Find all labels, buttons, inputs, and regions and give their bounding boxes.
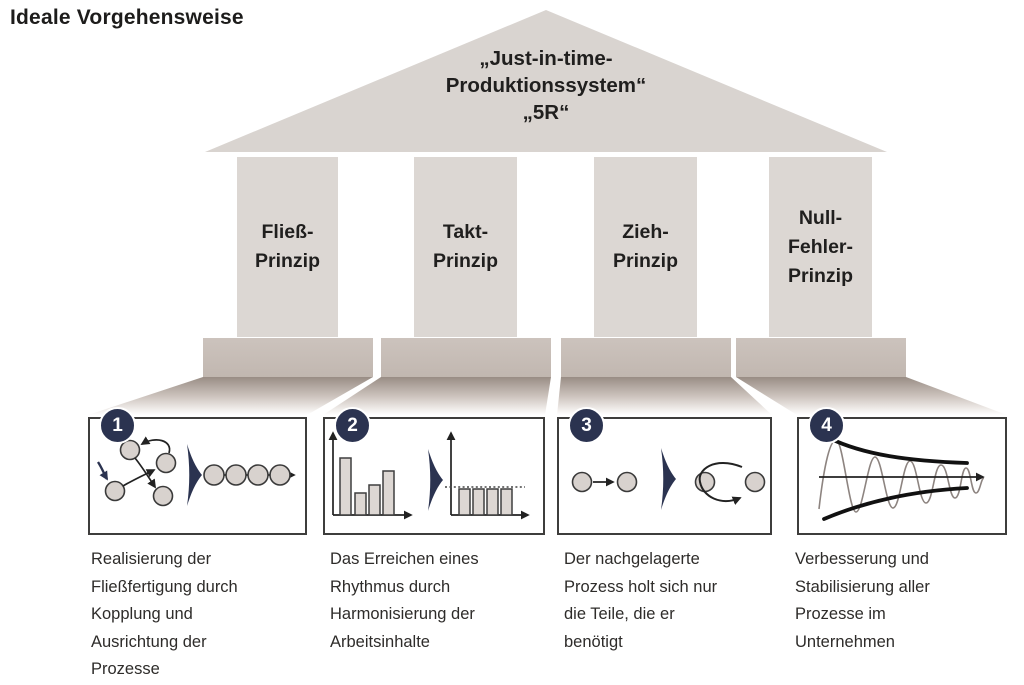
pillar-label-line: Null- (798, 206, 843, 229)
description-line: Verbesserung und (795, 550, 929, 568)
description-line: Rhythmus durch (330, 577, 451, 596)
description-line: Prozesse im (795, 605, 886, 623)
even-bars-chart (445, 431, 530, 520)
damped-oscillation-icon (818, 436, 985, 521)
pillar-label-line: Fehler- (787, 235, 853, 258)
description-line: Unternehmen (795, 632, 895, 651)
step-description-4: Verbesserung und Stabilisierung aller Pr… (795, 546, 1010, 656)
description-line: die Teile, die er (564, 605, 675, 623)
step-description-3: Der nachgelagerte Prozess holt sich nur … (564, 546, 779, 656)
base-shadow (88, 377, 373, 415)
description-line: Harmonisierung der (330, 605, 475, 623)
pillar-base (203, 338, 373, 377)
description-line: Das Erreichen eines (330, 550, 479, 568)
description-line: Prozesse (91, 660, 160, 678)
pull-loop-arrow (698, 462, 743, 505)
step-description-2: Das Erreichen eines Rhythmus durch Harmo… (330, 546, 545, 656)
pillar-fliess-prinzip: Fließ- Prinzip (237, 157, 338, 337)
step-description-1: Realisierung der Fließfertigung durch Ko… (91, 546, 306, 684)
base-shadow (736, 377, 1007, 415)
step-card-4: 4 (797, 407, 1007, 535)
step-card-3: 3 (557, 407, 772, 535)
push-to-pull-icon (571, 448, 766, 510)
step-card-1: 1 (88, 407, 307, 535)
page-title: Ideale Vorgehensweise (10, 6, 244, 29)
step-card-2: 2 (323, 407, 545, 535)
transition-lens-icon (661, 448, 676, 510)
step-number-badge: 1 (99, 407, 136, 444)
description-line: Kopplung und (91, 605, 193, 623)
pillar-label-line: Prinzip (787, 264, 853, 287)
uneven-to-even-bars-icon (328, 431, 530, 520)
pillar-base (736, 338, 906, 377)
pillar-takt-prinzip: Takt- Prinzip (414, 157, 517, 337)
step-number-badge: 3 (568, 407, 605, 444)
pull-process-pair (694, 462, 766, 505)
transition-lens-icon (428, 449, 443, 511)
envelope-curves (822, 436, 969, 521)
pillar-base (561, 338, 731, 377)
pillar-zieh-prinzip: Zieh- Prinzip (594, 157, 697, 337)
roof-label-line: „Just-in-time- (479, 47, 613, 70)
uneven-bars-chart (328, 431, 413, 520)
pillar-label-line: Prinzip (612, 250, 678, 272)
pillar-label-line: Prinzip (254, 250, 320, 272)
chaotic-process-network (96, 436, 177, 507)
flow-line (203, 464, 296, 486)
description-line: Prozess holt sich nur (564, 577, 718, 596)
transition-lens-icon (187, 444, 202, 506)
description-line: benötigt (564, 632, 623, 651)
process-network-to-flow-icon (96, 436, 296, 507)
pillar-null-fehler-prinzip: Null- Fehler- Prinzip (769, 157, 872, 337)
step-number-badge: 2 (334, 407, 371, 444)
description-line: Stabilisierung aller (795, 577, 930, 596)
description-line: Der nachgelagerte (564, 550, 700, 568)
description-line: Ausrichtung der (91, 632, 207, 651)
pillar-label-line: Zieh- (622, 221, 669, 243)
pillar-label-line: Fließ- (261, 221, 314, 243)
pillar-label-line: Prinzip (432, 250, 498, 272)
oscillation-wave (818, 439, 985, 513)
roof-label-line: „5R“ (522, 101, 570, 124)
description-line: Realisierung der (91, 550, 212, 568)
step-number-badge: 4 (808, 407, 845, 444)
description-line: Arbeitsinhalte (330, 632, 430, 651)
push-process-pair (571, 471, 638, 493)
description-line: Fließfertigung durch (91, 577, 238, 596)
pillar-base (381, 338, 551, 377)
pillar-label-line: Takt- (442, 221, 489, 243)
roof-label: „Just-in-time- Produktionssystem“ „5R“ (205, 45, 887, 126)
roof-label-line: Produktionssystem“ (445, 74, 647, 97)
